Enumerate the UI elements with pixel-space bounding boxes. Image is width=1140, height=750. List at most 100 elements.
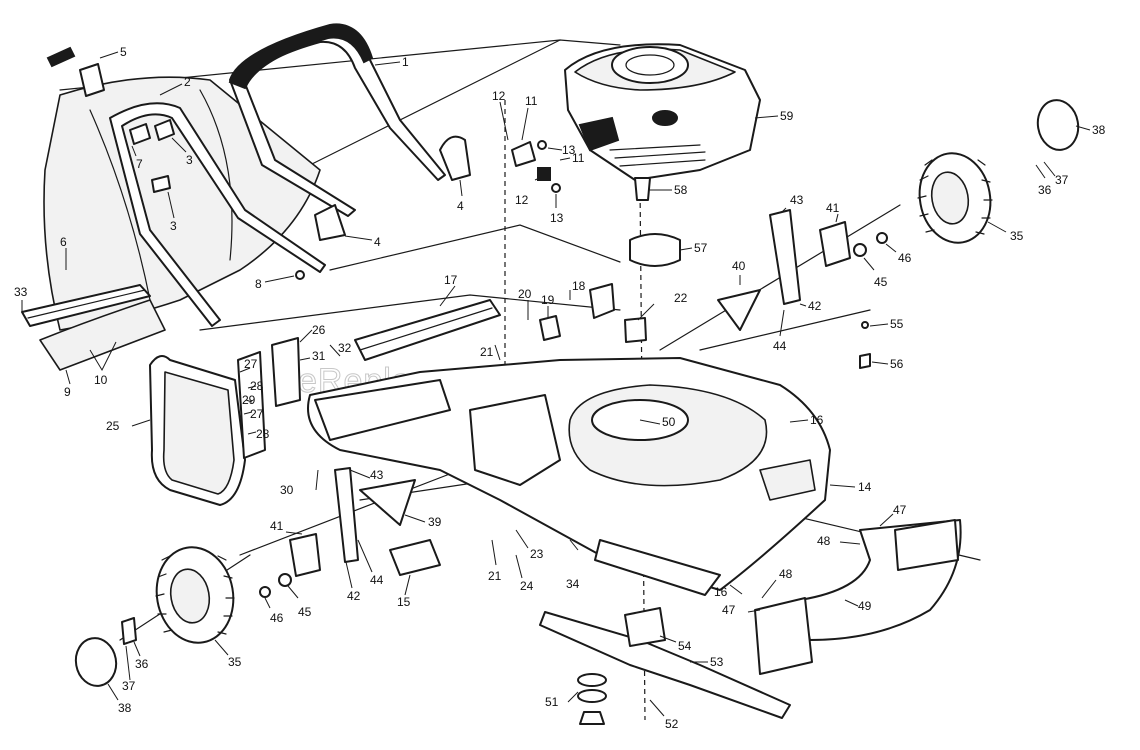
throttle-screw xyxy=(537,140,547,150)
callout-label: 36 xyxy=(1038,183,1052,197)
callout-label: 38 xyxy=(1092,123,1106,137)
callout-label: 18 xyxy=(572,279,586,293)
callout-label: 58 xyxy=(674,183,688,197)
assembly-line xyxy=(199,294,621,331)
callout-label: 11 xyxy=(572,151,585,165)
engine-carburetor xyxy=(578,116,620,152)
callout-label: 13 xyxy=(562,143,576,157)
blade-washer xyxy=(577,689,607,703)
lower-handle xyxy=(109,102,326,327)
deck-bracket xyxy=(589,283,615,319)
deck-bracket xyxy=(624,317,647,343)
callout-label: 56 xyxy=(890,357,904,371)
callout-label: 48 xyxy=(817,534,831,548)
callout-label: 47 xyxy=(893,503,907,517)
engine-recoil-inner xyxy=(625,54,675,76)
callout-label: 24 xyxy=(520,579,534,593)
callout-label: 13 xyxy=(550,211,564,225)
handle-bolt xyxy=(295,270,305,280)
axle-bracket xyxy=(819,221,851,267)
handle-bracket xyxy=(439,135,471,181)
callout-label: 44 xyxy=(370,573,384,587)
callout-label: 20 xyxy=(518,287,532,301)
callout-label: 3 xyxy=(186,153,193,167)
callout-label: 22 xyxy=(674,291,688,305)
throttle-screw xyxy=(551,183,561,193)
rear-baffle-rib xyxy=(359,307,493,351)
callout-label: 55 xyxy=(890,317,904,331)
engine-shaft xyxy=(634,177,651,201)
rear-baffle xyxy=(354,299,501,361)
callout-label: 17 xyxy=(444,273,458,287)
bag-frame-panel xyxy=(162,371,235,495)
callouts: 1 2 3 3 4 4 5 6 7 8 9 10 11 11 12 12 13 … xyxy=(14,45,1106,731)
callout-label: 26 xyxy=(312,323,326,337)
height-adjuster-plate xyxy=(717,289,761,331)
deck-screw xyxy=(859,353,871,369)
engine-spacer xyxy=(629,233,681,267)
height-adjuster-plate xyxy=(359,479,416,526)
callout-label: 42 xyxy=(347,589,361,603)
callout-label: 33 xyxy=(14,285,28,299)
rear-bracket xyxy=(237,351,266,459)
engine-recoil-housing xyxy=(611,46,689,84)
callout-label: 3 xyxy=(170,219,177,233)
callout-label: 46 xyxy=(898,251,912,265)
rear-wheel-hub xyxy=(930,171,970,225)
callout-label: 50 xyxy=(662,415,676,429)
callout-label: 12 xyxy=(515,193,529,207)
callout-label: 12 xyxy=(492,89,506,103)
callout-label: 30 xyxy=(280,483,294,497)
callout-label: 5 xyxy=(120,45,127,59)
rear-bracket-clip xyxy=(271,337,301,407)
callout-label: 15 xyxy=(397,595,411,609)
callout-label: 43 xyxy=(370,468,384,482)
axle-nut xyxy=(278,573,292,587)
blade-washer xyxy=(577,673,607,687)
handle-bracket xyxy=(314,204,346,241)
callout-label: 7 xyxy=(136,157,143,171)
callout-label: 1 xyxy=(402,55,409,69)
callout-label: 46 xyxy=(270,611,284,625)
hub-cap xyxy=(1036,99,1080,151)
blade-adapter xyxy=(624,607,666,647)
callout-label: 29 xyxy=(242,393,256,407)
handle-grip xyxy=(228,24,374,90)
callout-label: 49 xyxy=(858,599,872,613)
callout-label: 37 xyxy=(122,679,136,693)
callout-label: 4 xyxy=(374,235,381,249)
starter-handle xyxy=(46,46,76,68)
callout-label: 2 xyxy=(184,75,191,89)
callout-label: 34 xyxy=(566,577,580,591)
throttle-bracket xyxy=(511,141,536,167)
grass-bag xyxy=(43,76,321,331)
callout-label: 48 xyxy=(779,567,793,581)
callout-label: 43 xyxy=(790,193,804,207)
rear-lift-handle xyxy=(21,284,151,327)
callout-label: 31 xyxy=(312,349,326,363)
callout-label: 38 xyxy=(118,701,132,715)
callout-label: 32 xyxy=(338,341,352,355)
callout-label: 36 xyxy=(135,657,149,671)
callout-label: 23 xyxy=(530,547,544,561)
callout-label: 14 xyxy=(858,480,872,494)
deck-screw xyxy=(861,321,869,329)
axle-nut xyxy=(853,243,867,257)
handle-knob xyxy=(129,123,151,145)
front-wheel-hub xyxy=(169,568,211,624)
deck-side-vent xyxy=(759,459,816,501)
callout-label: 27 xyxy=(244,357,258,371)
callout-label: 41 xyxy=(826,201,840,215)
grass-bag-lower xyxy=(39,299,166,371)
callout-label: 27 xyxy=(250,407,264,421)
rear-lift-handle-ridge xyxy=(27,289,146,319)
deck-rear-flange xyxy=(314,379,451,441)
handle-knob xyxy=(151,175,171,193)
callout-label: 37 xyxy=(1055,173,1069,187)
callout-label: 11 xyxy=(525,94,538,108)
callout-label: 44 xyxy=(773,339,787,353)
callout-label: 10 xyxy=(94,373,108,387)
chute-mount-plate xyxy=(894,519,959,571)
callout-label: 6 xyxy=(60,235,67,249)
